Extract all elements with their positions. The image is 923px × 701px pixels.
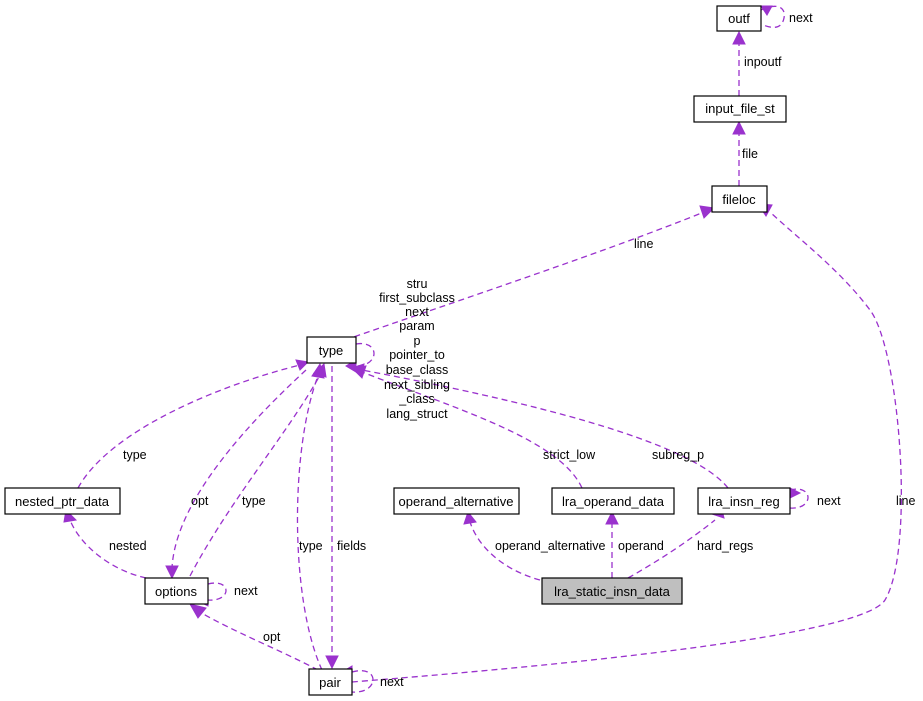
node-nested-ptr-data[interactable]: nested_ptr_data bbox=[4, 487, 121, 515]
label-hard-regs: hard_regs bbox=[697, 539, 753, 553]
node-input-file-st[interactable]: input_file_st bbox=[693, 95, 787, 123]
edge-operand-alternative bbox=[463, 510, 541, 581]
label-inpoutf: inpoutf bbox=[744, 55, 782, 69]
svg-text:nested_ptr_data: nested_ptr_data bbox=[15, 494, 110, 509]
label-options-opt: opt bbox=[191, 494, 209, 508]
label-nested-type: type bbox=[123, 448, 147, 462]
label-pair-opt: opt bbox=[263, 630, 281, 644]
label-outf-next: next bbox=[789, 11, 813, 25]
label-type-self-3: param bbox=[399, 319, 434, 333]
node-outf[interactable]: outf bbox=[716, 5, 762, 32]
svg-text:pair: pair bbox=[319, 675, 341, 690]
edge-options-opt bbox=[165, 369, 307, 580]
label-type-line: line bbox=[634, 237, 654, 251]
label-type-self-2: next bbox=[405, 305, 429, 319]
label-options-next: next bbox=[234, 584, 258, 598]
edge-pair-type bbox=[296, 362, 325, 671]
label-pair-next: next bbox=[380, 675, 404, 689]
edge-type-line bbox=[344, 205, 716, 341]
label-type-self-0: stru bbox=[407, 277, 428, 291]
label-fields: fields bbox=[337, 539, 366, 553]
label-type-self-9: lang_struct bbox=[386, 407, 448, 421]
node-fileloc[interactable]: fileloc bbox=[711, 185, 768, 213]
svg-text:lra_static_insn_data: lra_static_insn_data bbox=[554, 584, 670, 599]
svg-text:outf: outf bbox=[728, 11, 750, 26]
edge-insn-reg-next bbox=[789, 487, 809, 509]
label-subreg-p: subreg_p bbox=[652, 448, 704, 462]
svg-text:fileloc: fileloc bbox=[722, 192, 756, 207]
label-nested: nested bbox=[109, 539, 147, 553]
edge-fields bbox=[325, 366, 339, 670]
label-operand: operand bbox=[618, 539, 664, 553]
label-pair-type: type bbox=[299, 539, 323, 553]
edge-outf-next bbox=[760, 5, 785, 29]
label-type-self-7: next_sibling bbox=[384, 378, 450, 392]
edge-pair-line bbox=[351, 203, 902, 683]
node-type[interactable]: type bbox=[306, 336, 357, 364]
svg-text:input_file_st: input_file_st bbox=[705, 101, 775, 116]
edge-subreg-p bbox=[350, 363, 729, 489]
label-file: file bbox=[742, 147, 758, 161]
label-type-self-5: pointer_to bbox=[389, 348, 445, 362]
edge-file bbox=[732, 120, 746, 186]
edge-pair-opt bbox=[188, 603, 319, 671]
label-insn-reg-next: next bbox=[817, 494, 841, 508]
node-lra-operand-data[interactable]: lra_operand_data bbox=[551, 487, 675, 515]
label-type-self-4: p bbox=[414, 334, 421, 348]
edge-inpoutf bbox=[732, 30, 746, 96]
svg-text:lra_insn_reg: lra_insn_reg bbox=[708, 494, 780, 509]
label-operand-alternative: operand_alternative bbox=[495, 539, 606, 553]
label-type-self-1: first_subclass bbox=[379, 291, 455, 305]
label-options-type: type bbox=[242, 494, 266, 508]
label-pair-line: line bbox=[896, 494, 916, 508]
node-options[interactable]: options bbox=[144, 577, 209, 605]
svg-text:options: options bbox=[155, 584, 197, 599]
node-lra-static-insn-data[interactable]: lra_static_insn_data bbox=[541, 577, 683, 605]
svg-text:operand_alternative: operand_alternative bbox=[399, 494, 514, 509]
node-lra-insn-reg[interactable]: lra_insn_reg bbox=[697, 487, 791, 515]
label-type-self-8: _class bbox=[398, 392, 434, 406]
svg-text:type: type bbox=[319, 343, 344, 358]
svg-text:lra_operand_data: lra_operand_data bbox=[562, 494, 665, 509]
label-type-self-6: base_class bbox=[386, 363, 449, 377]
label-strict-low: strict_low bbox=[543, 448, 596, 462]
node-operand-alternative[interactable]: operand_alternative bbox=[393, 487, 520, 515]
edge-operand bbox=[605, 510, 619, 578]
edge-nested-type bbox=[77, 359, 310, 489]
node-pair[interactable]: pair bbox=[308, 668, 353, 696]
